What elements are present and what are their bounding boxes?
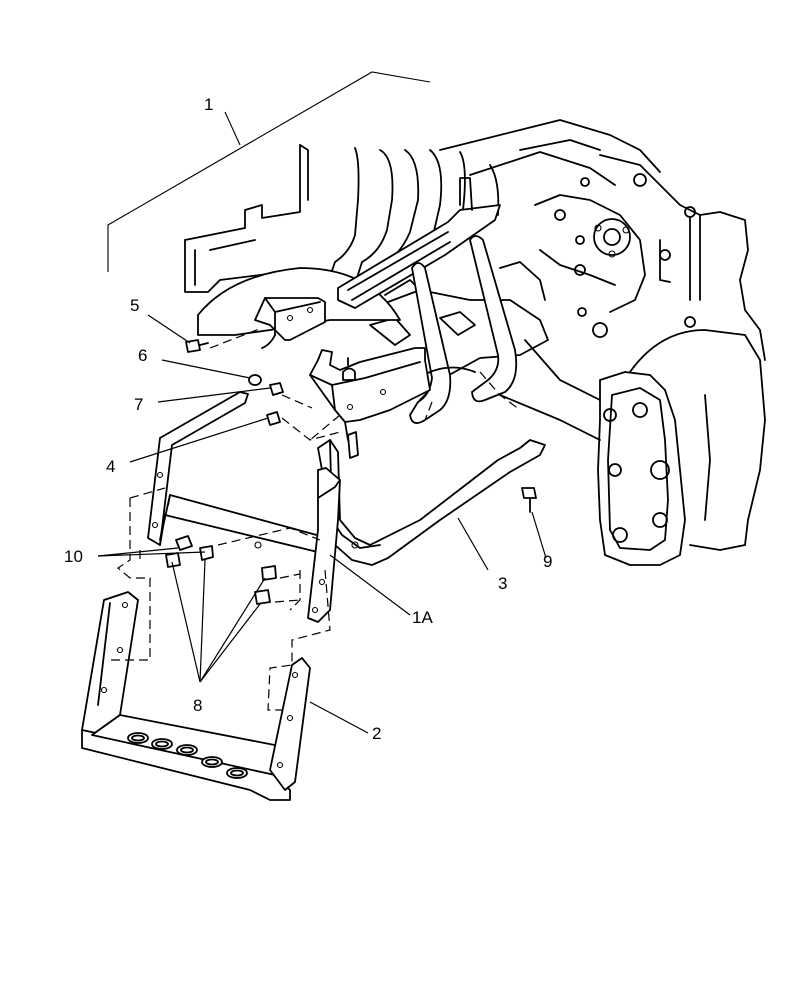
mounting-arm	[309, 347, 431, 459]
bolt-5	[185, 339, 209, 353]
step-arm	[317, 439, 546, 566]
nut-7	[269, 382, 284, 396]
leader-lines	[97, 314, 547, 734]
callout-labels: 1 1A 2 3 4 5 6 7 8 9 10	[64, 95, 552, 743]
lower-step	[81, 591, 311, 801]
bolt-9	[521, 487, 537, 513]
transmission-housing	[184, 119, 766, 566]
nut-4	[266, 411, 281, 426]
callout-10: 10	[64, 547, 83, 566]
assembly-bracket-line	[107, 71, 431, 272]
bolts-8	[165, 535, 277, 605]
hydraulic-lines	[337, 177, 518, 424]
upper-mount-bracket	[254, 297, 326, 349]
callout-1: 1	[204, 95, 213, 114]
callout-9: 9	[543, 552, 552, 571]
callout-3: 3	[498, 574, 507, 593]
callout-7: 7	[134, 395, 143, 414]
ladder-frame	[147, 391, 341, 623]
callout-4: 4	[106, 457, 115, 476]
assembly-guides	[110, 327, 521, 711]
callout-2: 2	[372, 724, 381, 743]
callout-1a: 1A	[412, 608, 433, 627]
washer-6	[248, 374, 262, 386]
callout-6: 6	[138, 346, 147, 365]
callout-8: 8	[193, 696, 202, 715]
callout-5: 5	[130, 296, 139, 315]
